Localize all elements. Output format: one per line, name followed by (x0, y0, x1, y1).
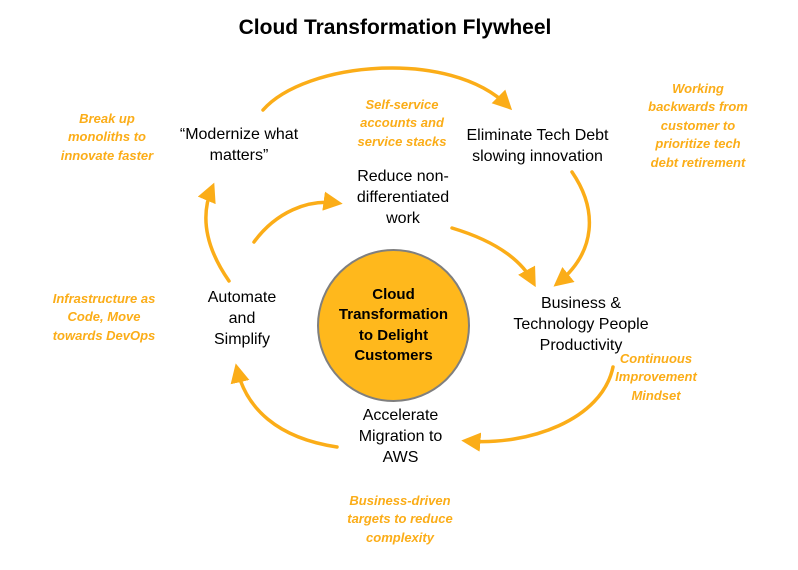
node-accelerate-migration-aws: Accelerate Migration to AWS (358, 407, 443, 467)
arrow-automate-to-modernize (197, 182, 231, 283)
node-automate-and-simplify: Automate and Simplify (207, 289, 277, 349)
arrow-accelerate-to-automate (230, 363, 339, 449)
arrow-business-to-accelerate (461, 365, 615, 452)
arrow-modernize-to-eliminate (261, 66, 513, 112)
annotation-self-service-stacks: Self-service accounts and service stacks (357, 97, 447, 149)
node-eliminate-tech-debt: Eliminate Tech Debt slowing innovation (466, 127, 609, 166)
arrow-eliminate-to-business (553, 170, 592, 287)
annotation-infrastructure-as-code: Infrastructure as Code, Move towards Dev… (52, 291, 156, 343)
arrow-automate-to-reduce (252, 191, 343, 244)
annotation-continuous-improvement: Continuous Improvement Mindset (615, 351, 697, 403)
node-modernize-what-matters: “Modernize what matters” (179, 126, 299, 165)
annotation-break-up-monoliths: Break up monoliths to innovate faster (60, 111, 154, 163)
diagram-title: Cloud Transformation Flywheel (238, 16, 552, 39)
node-business-technology-productivity: Business & Technology People Productivit… (513, 295, 649, 355)
arrow-reduce-to-business (450, 226, 536, 288)
annotation-business-driven-targets: Business-driven targets to reduce comple… (347, 493, 453, 545)
node-reduce-non-differentiated-work: Reduce non- differentiated work (356, 168, 450, 228)
center-hub-circle: Cloud Transformation to Delight Customer… (317, 249, 470, 402)
annotation-working-backwards: Working backwards from customer to prior… (648, 81, 748, 170)
